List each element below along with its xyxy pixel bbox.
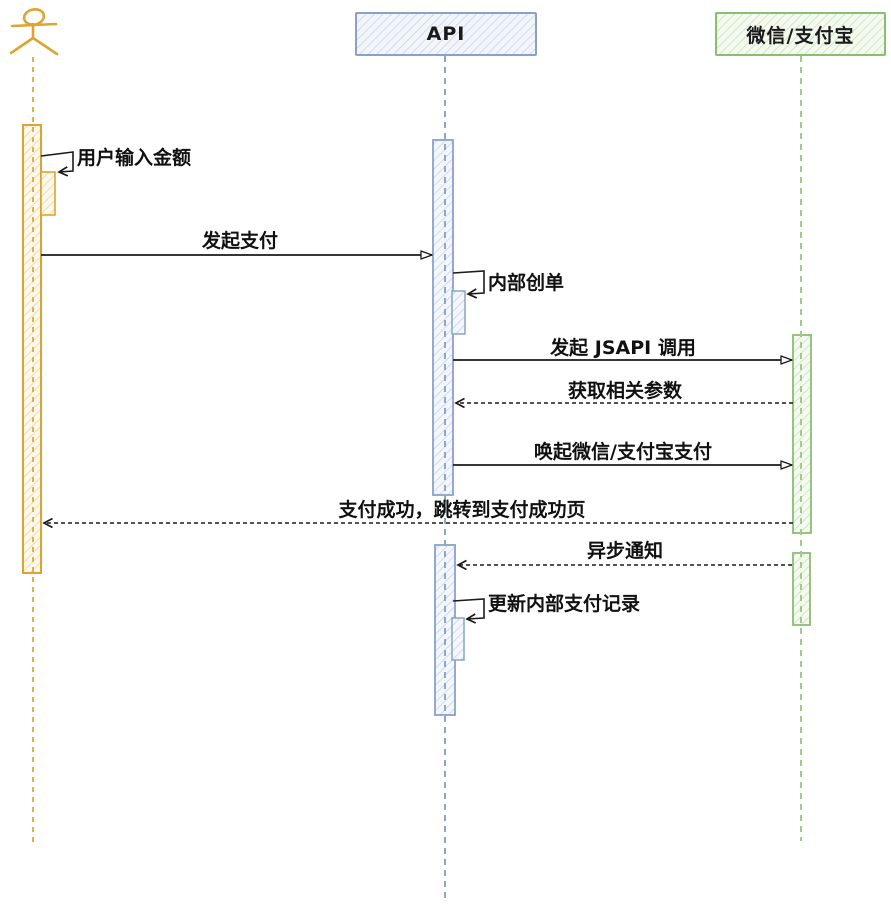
participant-gateway: 微信/支付宝 [715,12,886,56]
api-activation-bar-nested-2 [451,617,465,661]
self-arrow-update-record [452,598,485,619]
message-label-payment-success: 支付成功，跳转到支付成功页 [338,499,586,521]
message-label-jsapi-call: 发起 JSAPI 调用 [550,337,696,359]
participant-api: API [355,12,537,56]
message-label-internal-order: 内部创单 [488,272,565,294]
actor-icon [9,8,59,56]
participant-gateway-label: 微信/支付宝 [746,24,855,47]
self-arrow-user-input [40,151,74,172]
api-activation-bar-nested-1 [451,290,466,335]
actor-activation-bar-nested [40,171,56,216]
self-arrow-internal-order [452,270,485,294]
message-label-async-notify: 异步通知 [586,540,664,562]
message-label-get-params: 获取相关参数 [567,380,683,402]
api-activation-bar-1 [432,139,454,496]
message-label-invoke-payment: 唤起微信/支付宝支付 [534,441,712,463]
participant-api-label: API [426,23,466,45]
message-label-initiate-payment: 发起支付 [201,230,279,252]
message-label-user-input: 用户输入金额 [77,147,192,169]
message-label-update-record: 更新内部支付记录 [488,593,641,615]
